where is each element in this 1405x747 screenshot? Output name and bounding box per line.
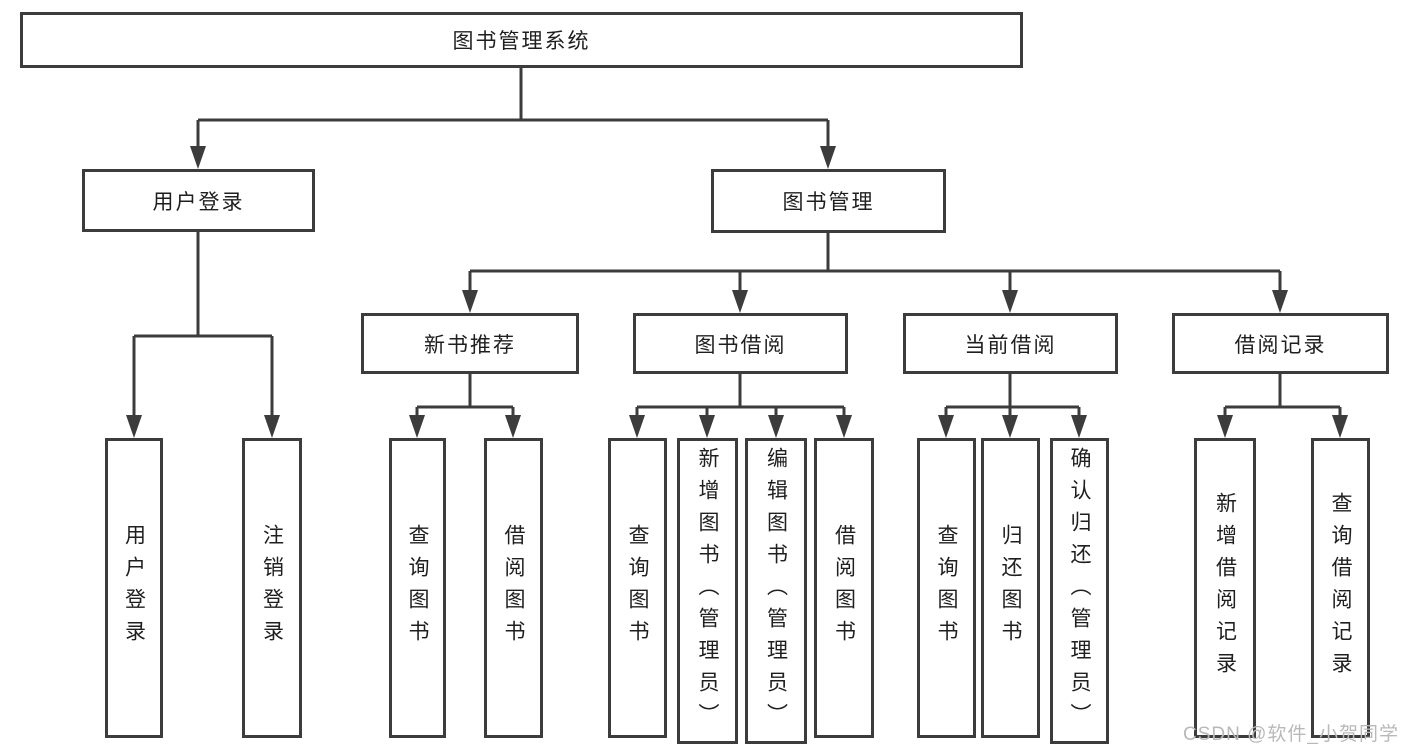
leaf-add-book-admin: 新增图书（管理员） [677,438,738,744]
arrowhead [409,415,425,438]
arrowhead [505,415,521,438]
leaf-edit-book-admin-label: 编辑图书（管理员） [764,447,788,735]
node-user-login: 用户登录 [82,169,315,232]
arrowhead [190,146,206,169]
arrowhead [938,415,954,438]
leaf-query-borrow-record-label: 查询借阅记录 [1329,492,1352,684]
node-current-borrowing: 当前借阅 [903,313,1118,374]
leaf-query-borrow-record: 查询借阅记录 [1311,438,1370,738]
arrowhead [836,415,852,438]
arrowhead [1002,415,1018,438]
arrowhead [126,415,142,438]
leaf-user-login: 用户登录 [105,438,163,738]
node-borrowing-records: 借阅记录 [1172,313,1389,374]
leaf-borrow-books-borrowing-label: 借阅图书 [832,524,856,652]
leaf-logout: 注销登录 [242,438,302,738]
leaf-borrow-books-borrowing: 借阅图书 [814,438,874,738]
leaf-logout-label: 注销登录 [260,524,284,652]
node-root-label: 图书管理系统 [452,30,591,53]
connector-root-to-level2 [196,68,830,150]
arrowhead [699,415,715,438]
connector-record-to-leaves [1223,374,1342,419]
connector-login-to-leaves [132,232,274,419]
arrowhead [1217,415,1233,438]
arrowhead [1002,290,1018,313]
leaf-query-books-borrowing: 查询图书 [608,438,667,738]
leaf-borrow-books-recommend-label: 借阅图书 [502,524,525,652]
connector-rec-to-leaves [415,374,515,419]
leaf-edit-book-admin: 编辑图书（管理员） [745,438,807,744]
leaf-add-book-admin-label: 新增图书（管理员） [696,447,719,735]
leaf-return-book-label: 归还图书 [999,524,1022,652]
node-book-management: 图书管理 [711,169,946,233]
leaf-user-login-label: 用户登录 [122,524,146,652]
leaf-query-books-current-label: 查询图书 [935,524,958,652]
node-user-login-label: 用户登录 [152,190,245,214]
arrowhead [768,415,784,438]
arrowhead [629,415,645,438]
connector-mgmt-to-level3 [468,233,1282,294]
node-new-book-recommend-label: 新书推荐 [424,333,516,357]
arrowhead [264,415,280,438]
node-book-management-label: 图书管理 [782,191,875,214]
arrowhead [1272,290,1288,313]
leaf-add-borrow-record-label: 新增借阅记录 [1213,492,1237,684]
connector-current-to-leaves [944,374,1081,419]
leaf-confirm-return-admin-label: 确认归还（管理员） [1068,447,1091,735]
csdn-watermark: CSDN @软件_小贺同学 [1183,724,1399,745]
node-book-borrowing-label: 图书借阅 [694,333,787,357]
node-borrowing-records-label: 借阅记录 [1234,333,1327,357]
leaf-query-books-recommend: 查询图书 [389,438,446,738]
leaf-confirm-return-admin: 确认归还（管理员） [1050,438,1109,744]
connector-borrow-to-leaves [635,374,846,419]
arrowheads [126,146,1348,438]
arrowhead [820,146,836,169]
node-book-borrowing: 图书借阅 [633,313,848,374]
arrowhead [732,290,748,313]
leaf-borrow-books-recommend: 借阅图书 [484,438,543,738]
leaf-query-books-current: 查询图书 [917,438,976,738]
arrowhead [1332,415,1348,438]
arrowhead [1071,415,1087,438]
leaf-return-book: 归还图书 [981,438,1040,738]
arrowhead [462,290,478,313]
node-current-borrowing-label: 当前借阅 [964,333,1057,357]
leaf-query-books-borrowing-label: 查询图书 [626,524,649,652]
node-root: 图书管理系统 [20,12,1023,68]
leaf-add-borrow-record: 新增借阅记录 [1194,438,1256,738]
leaf-query-books-recommend-label: 查询图书 [406,524,429,652]
node-new-book-recommend: 新书推荐 [361,313,579,374]
